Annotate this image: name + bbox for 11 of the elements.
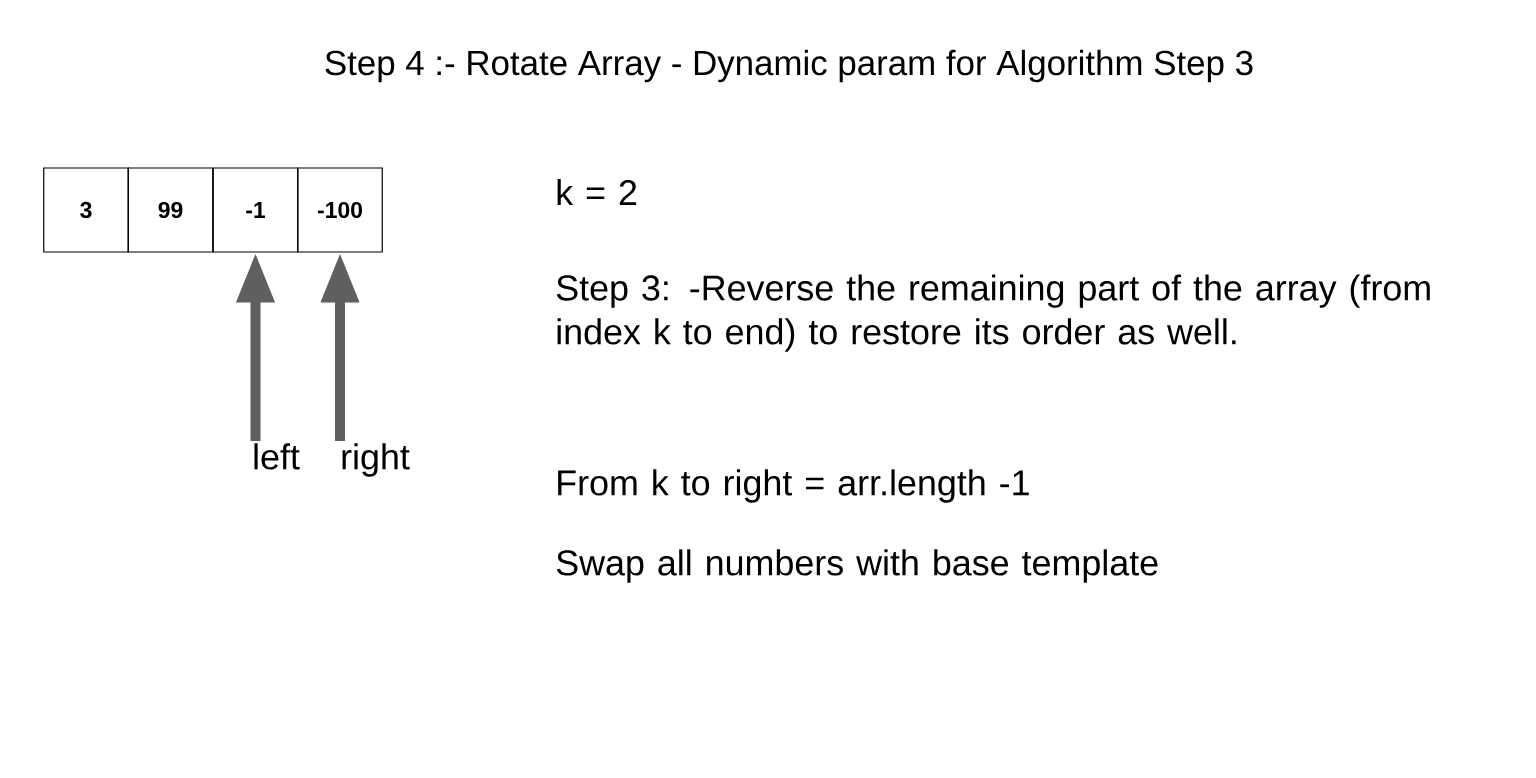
note-text: From k to right = arr.length -1 xyxy=(558,469,1029,503)
title: Step 4 :- Rotate Array - Dynamic param for Algorithm Step 3 xyxy=(325,49,1253,83)
pointer-label: right xyxy=(342,443,410,477)
array-cell: -1 xyxy=(212,167,299,253)
pointer-label: left xyxy=(254,443,300,470)
note-text: Step 3: -Reverse the remaining part of the array (from index k to end) to restore its order as well. xyxy=(556,274,1430,352)
note-text: k = 2 xyxy=(557,179,637,205)
array-cell: -100 xyxy=(297,167,383,253)
array-cell: 99 xyxy=(127,167,214,253)
array-cell: 3 xyxy=(43,167,129,253)
note-text: Swap all numbers with base template xyxy=(556,549,1158,583)
